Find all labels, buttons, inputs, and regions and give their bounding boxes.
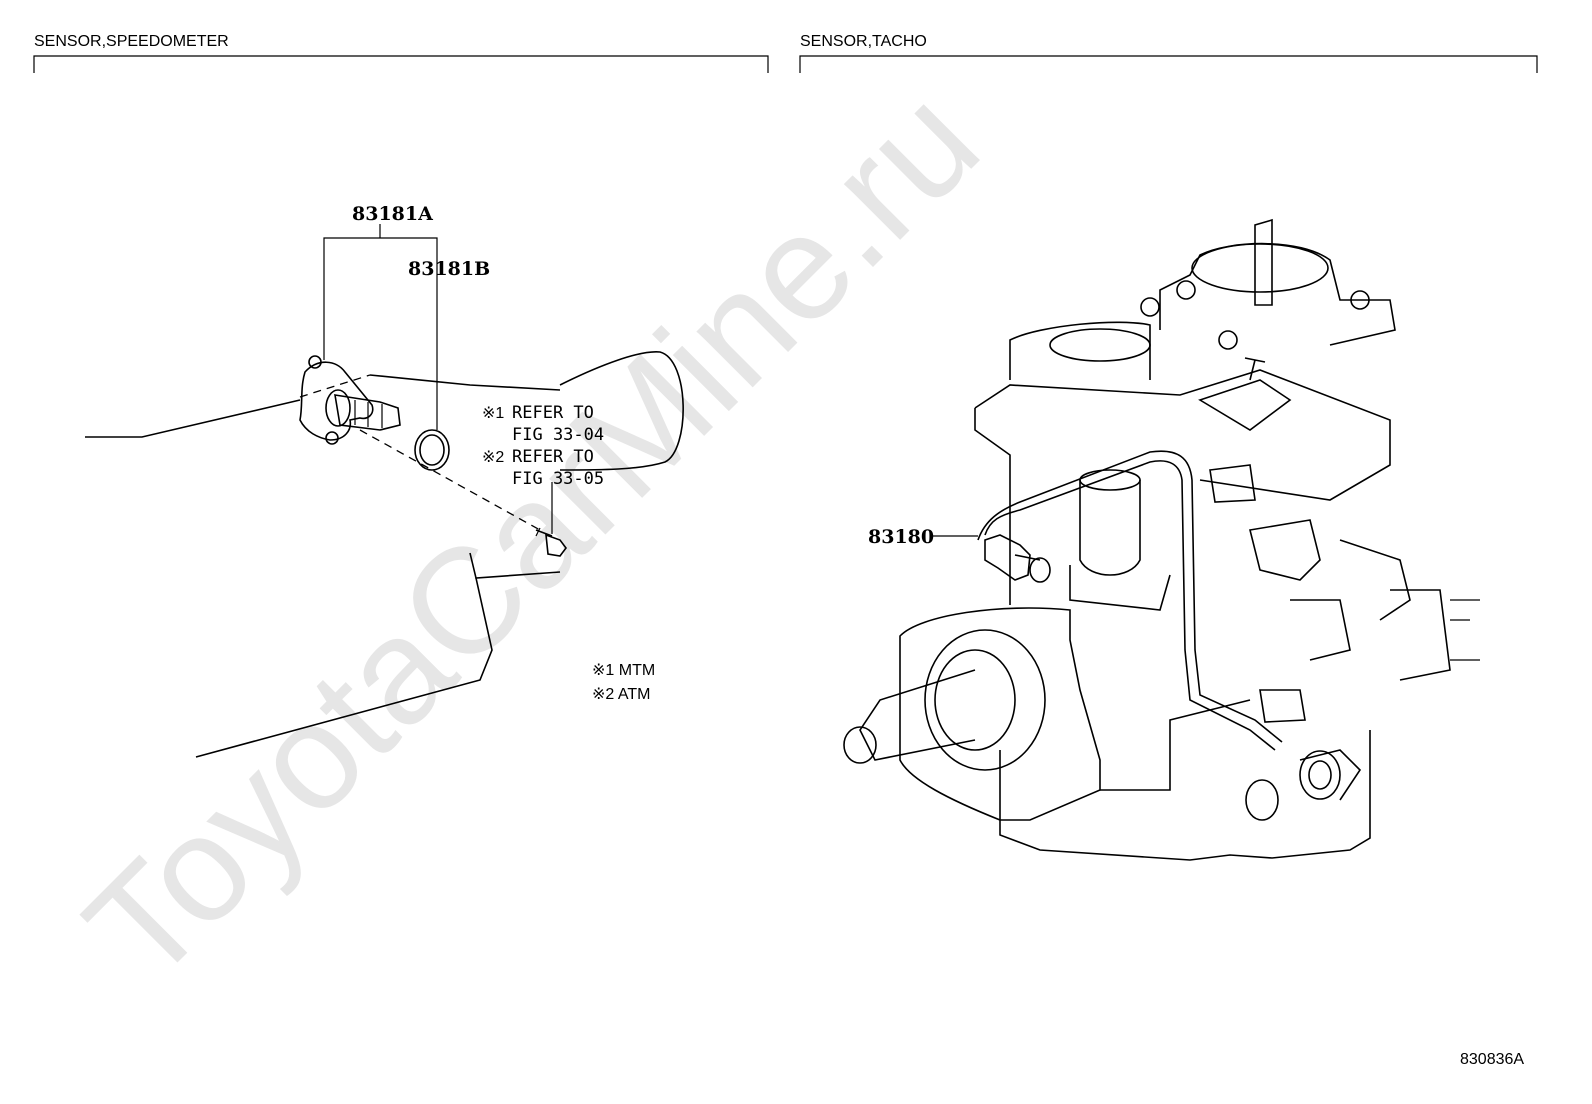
section-title-speedometer: SENSOR,SPEEDOMETER — [34, 33, 229, 50]
section-bracket-left — [33, 55, 769, 73]
note2-fig-link[interactable]: FIG 33-05 — [512, 469, 604, 489]
part-number-83181a[interactable]: 83181A — [352, 203, 433, 225]
speedometer-sensor[interactable] — [299, 355, 401, 445]
section-title-tacho: SENSOR,TACHO — [800, 33, 927, 50]
drive-shaft-cone — [843, 629, 1046, 771]
legend-atm: ※2 ATM — [592, 686, 650, 703]
note2-mark: ※2 — [482, 449, 504, 466]
watermark-text: ToyotaCarMine.ru — [54, 57, 1010, 1013]
note1-refer: REFER TO — [512, 403, 594, 423]
note2-refer: REFER TO — [512, 447, 594, 467]
tacho-sensor-83180[interactable] — [984, 534, 1051, 583]
part-number-83180[interactable]: 83180 — [868, 526, 934, 548]
figure-id: 830836A — [1460, 1051, 1524, 1068]
note1-fig-link[interactable]: FIG 33-04 — [512, 425, 604, 445]
assembly-dash-lines — [299, 374, 541, 531]
injection-pump-body — [899, 218, 1480, 861]
leader-83181a — [323, 224, 438, 430]
o-ring-83181b[interactable] — [414, 429, 450, 471]
part-number-83181b[interactable]: 83181B — [408, 258, 490, 280]
connector-plug — [1245, 749, 1362, 821]
fuel-pipe — [977, 450, 1283, 751]
transmission-housing-outline — [85, 351, 684, 758]
legend-mtm: ※1 MTM — [592, 662, 655, 679]
section-bracket-right — [799, 55, 1538, 73]
note1-mark: ※1 — [482, 405, 504, 422]
mounting-bolt[interactable] — [535, 527, 567, 557]
